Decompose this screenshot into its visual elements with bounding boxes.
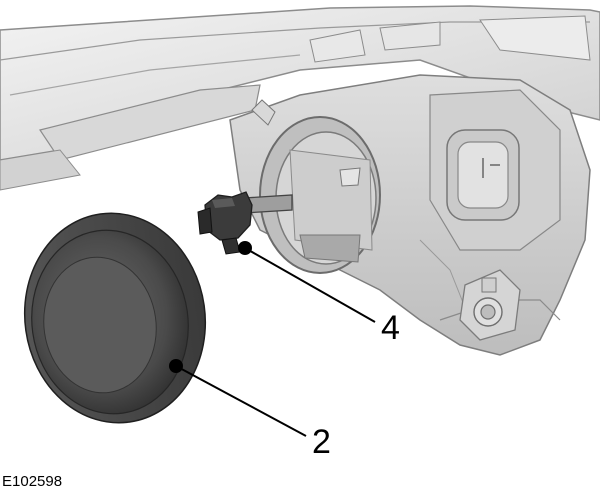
electrical-connector [446,129,520,221]
callout-leaders [169,241,376,437]
headlamp-housing [0,5,600,191]
figure-code: E102598 [2,473,63,490]
bulb-access-aperture [251,99,381,274]
callout-label-2: 2 [312,423,331,461]
rubber-cover [23,212,207,424]
bulb [197,191,293,255]
callout-line-2 [175,365,307,437]
mounting-boss [459,269,521,341]
callout-line-4 [244,247,376,323]
callout-label-4: 4 [381,309,400,347]
